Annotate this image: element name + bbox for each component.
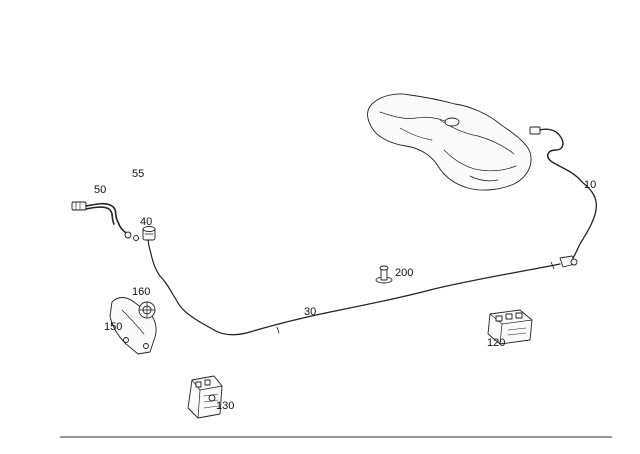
module-130	[187, 375, 223, 419]
fitting-40	[142, 226, 156, 241]
label-160: 160	[132, 286, 150, 298]
label-30: 30	[304, 306, 316, 318]
module-120	[487, 309, 533, 345]
line-30-clip	[276, 326, 280, 334]
label-150: 150	[104, 321, 122, 333]
tank-connector	[529, 126, 583, 183]
label-55: 55	[132, 168, 144, 180]
line-10-fitting	[559, 255, 578, 268]
label-120: 120	[487, 337, 505, 349]
fuel-tank	[367, 93, 532, 191]
clip-200	[375, 265, 393, 284]
line-30-clip	[550, 261, 555, 270]
hose-50	[71, 201, 139, 241]
part-160	[138, 301, 156, 319]
label-50: 50	[94, 184, 106, 196]
label-130: 130	[216, 400, 234, 412]
label-200: 200	[395, 267, 413, 279]
label-10: 10	[584, 179, 596, 191]
fuel-line-10	[569, 181, 598, 263]
fuel-line-30	[147, 233, 561, 336]
label-40: 40	[140, 216, 152, 228]
